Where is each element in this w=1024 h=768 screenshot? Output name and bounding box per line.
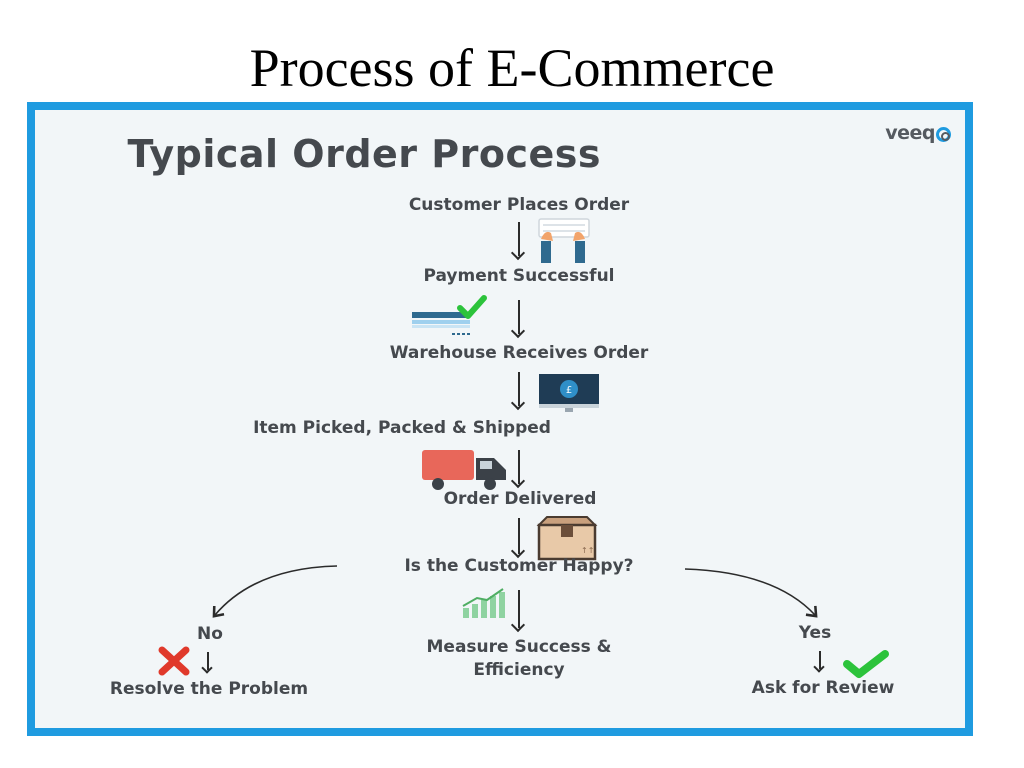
arrow-no — [207, 652, 209, 670]
svg-text:↑↑: ↑↑ — [581, 546, 594, 555]
step-item-picked-packed-shipped: Item Picked, Packed & Shipped — [253, 418, 551, 438]
growth-chart-icon — [461, 586, 507, 624]
slide-title: Process of E-Commerce — [249, 38, 775, 98]
arrow-2 — [518, 300, 520, 334]
arrow-6 — [518, 590, 520, 628]
red-cross-icon — [157, 646, 191, 680]
infographic-frame: veeq Typical Order Process Customer Plac… — [27, 102, 973, 736]
branch-yes-label: Yes — [798, 623, 832, 643]
step-warehouse-receives-order: Warehouse Receives Order — [389, 343, 649, 363]
logo-text: veeq — [885, 122, 935, 144]
branch-yes-action: Ask for Review — [751, 678, 895, 698]
delivery-truck-icon — [418, 446, 510, 496]
parcel-box-icon: ↑↑ — [535, 515, 599, 565]
step-payment-successful: Payment Successful — [423, 266, 615, 286]
typing-hands-icon — [531, 217, 601, 269]
arrow-4 — [518, 450, 520, 484]
monitor-pound-icon: £ — [537, 372, 601, 418]
branch-arrows — [212, 565, 818, 618]
step-customer-places-order: Customer Places Order — [408, 195, 630, 215]
step-is-customer-happy: Is the Customer Happy? — [404, 556, 634, 576]
branch-no-action: Resolve the Problem — [109, 679, 309, 699]
infographic-heading: Typical Order Process — [127, 132, 601, 176]
arrow-yes — [819, 651, 821, 669]
veeqo-logo: veeq — [885, 122, 951, 144]
step-order-delivered: Order Delivered — [443, 489, 597, 509]
step-measure-success: Measure Success & Efficiency — [426, 637, 612, 680]
payment-card-check-icon — [408, 292, 498, 346]
arrow-5 — [518, 518, 520, 554]
arrow-1 — [518, 222, 520, 256]
svg-text:£: £ — [566, 385, 572, 396]
branch-no-label: No — [197, 624, 223, 644]
green-check-icon — [841, 648, 891, 684]
logo-ring-icon — [936, 127, 951, 142]
arrow-3 — [518, 372, 520, 406]
